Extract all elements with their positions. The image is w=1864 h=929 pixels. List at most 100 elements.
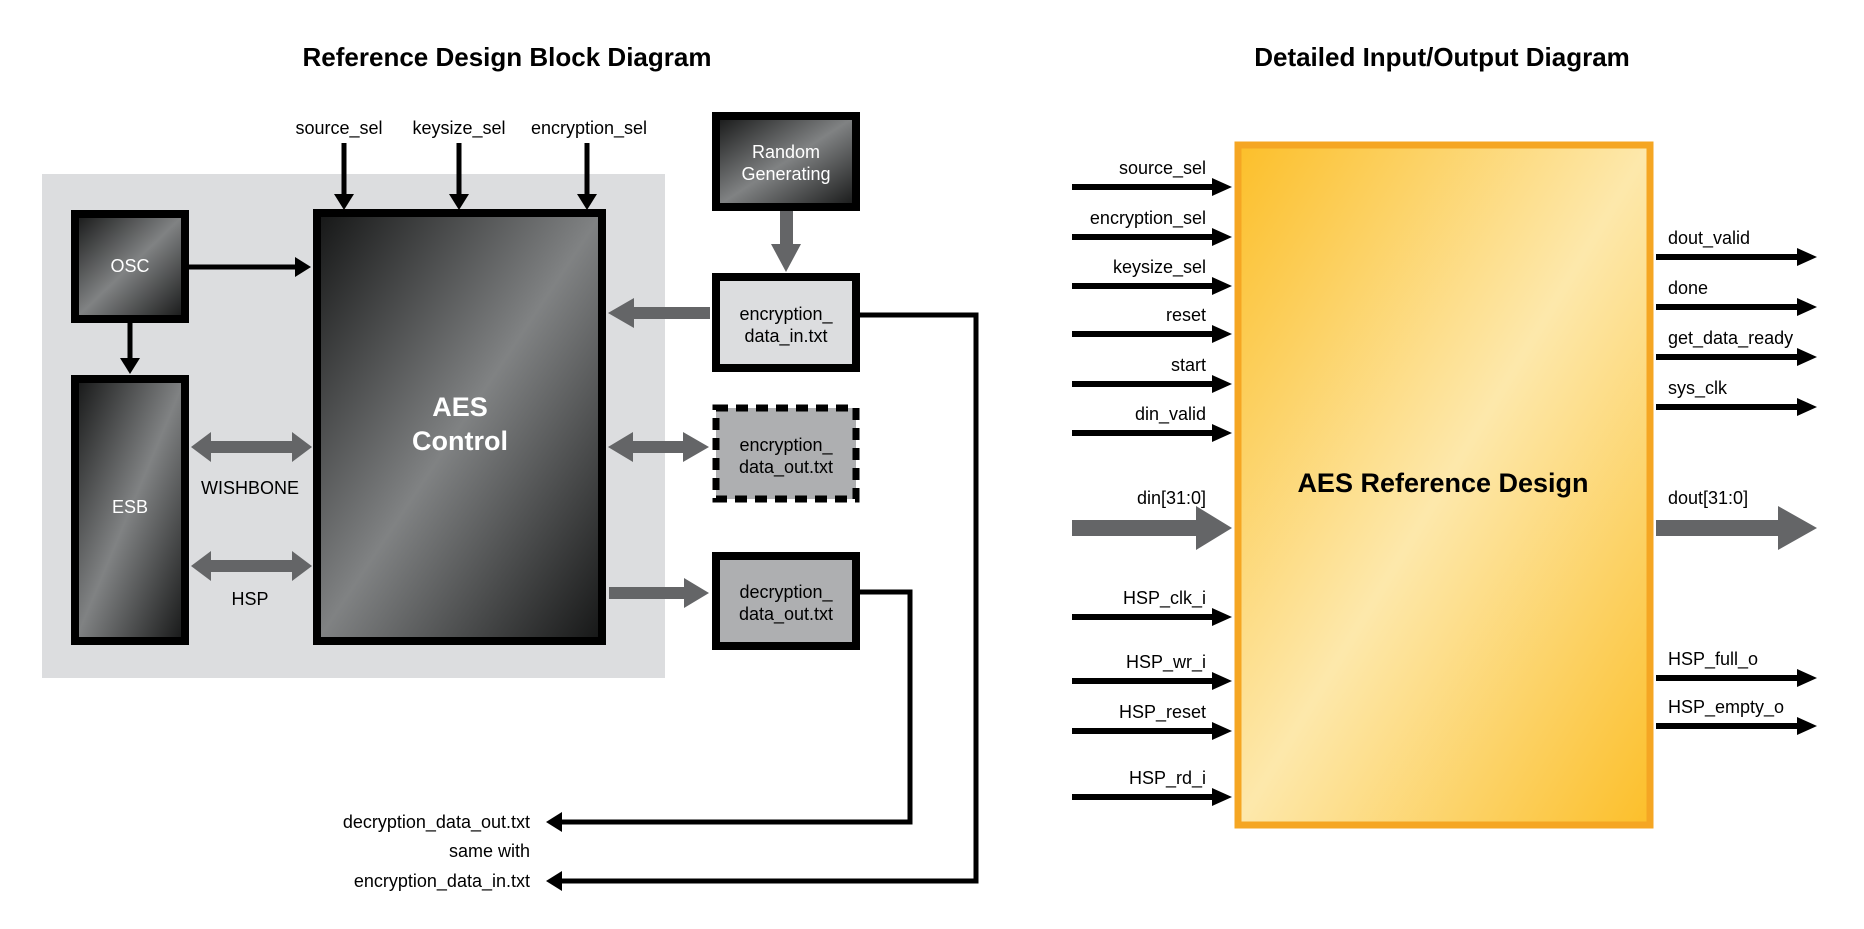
- input-signal-label: HSP_clk_i: [1123, 588, 1206, 609]
- arrow-head: [1212, 672, 1232, 690]
- esb-block: ESB: [71, 375, 189, 645]
- output-signal: dout[31:0]: [1656, 488, 1817, 550]
- arrow-head: [1212, 608, 1232, 626]
- top-input-label: encryption_sel: [531, 118, 647, 139]
- output-signal-label: get_data_ready: [1668, 328, 1793, 349]
- esb-label: ESB: [112, 497, 148, 517]
- arrow-head: [295, 257, 311, 277]
- enc-in-label-line1: encryption_: [739, 304, 833, 325]
- input-signal-label: source_sel: [1119, 158, 1206, 179]
- input-signal-label: reset: [1166, 305, 1206, 325]
- osc-block: OSC: [71, 210, 189, 323]
- arrow-head: [546, 812, 562, 832]
- io-diagram-title: Detailed Input/Output Diagram: [1254, 42, 1630, 72]
- input-signal-label: start: [1171, 355, 1206, 375]
- block-diagram-title: Reference Design Block Diagram: [303, 42, 712, 72]
- note-enc-in: encryption_data_in.txt: [354, 871, 530, 892]
- input-signal: HSP_rd_i: [1072, 768, 1232, 806]
- input-signal-label: din_valid: [1135, 404, 1206, 425]
- arrow-head: [1212, 424, 1232, 442]
- top-input-arrows: [334, 143, 597, 210]
- enc-in-feedback-line: [560, 312, 979, 884]
- arrow-head: [1797, 298, 1817, 316]
- input-signal: keysize_sel: [1072, 257, 1232, 295]
- enc-out-label-line1: encryption_: [739, 435, 833, 456]
- arrow-head: [1797, 398, 1817, 416]
- top-input-label: keysize_sel: [412, 118, 505, 139]
- input-signal-label: HSP_rd_i: [1129, 768, 1206, 789]
- random-to-enc-in-arrow: [771, 211, 801, 272]
- input-signal: HSP_reset: [1072, 702, 1232, 740]
- output-signal: HSP_empty_o: [1656, 697, 1817, 735]
- hsp-label: HSP: [231, 589, 268, 609]
- input-signal-label: HSP_wr_i: [1126, 652, 1206, 673]
- decryption-data-out-file: decryption_ data_out.txt: [712, 552, 860, 650]
- encryption-data-out-file: encryption_ data_out.txt: [712, 404, 860, 503]
- arrow-head: [1797, 669, 1817, 687]
- input-signal-label: HSP_reset: [1119, 702, 1206, 723]
- output-signal-label: HSP_empty_o: [1668, 697, 1784, 718]
- output-signal: get_data_ready: [1656, 328, 1817, 366]
- dec-out-label-line1: decryption_: [739, 582, 833, 603]
- input-signal-label: keysize_sel: [1113, 257, 1206, 278]
- input-signal: source_sel: [1072, 158, 1232, 196]
- aes-reference-design-core: AES Reference Design: [1234, 141, 1654, 829]
- aes-control-block: AES Control: [313, 209, 606, 645]
- arrow-head: [1212, 788, 1232, 806]
- output-signal-label: sys_clk: [1668, 378, 1728, 399]
- input-signal: encryption_sel: [1072, 208, 1232, 246]
- enc-in-label-line2: data_in.txt: [744, 326, 827, 347]
- note-dec-out: decryption_data_out.txt: [343, 812, 530, 833]
- arrow-head: [1212, 375, 1232, 393]
- bus-arrow: [1072, 506, 1232, 550]
- arrow-head: [577, 194, 597, 210]
- top-input-label: source_sel: [295, 118, 382, 139]
- arrow-head: [120, 358, 140, 374]
- output-signal: done: [1656, 278, 1817, 316]
- wishbone-label: WISHBONE: [201, 478, 299, 498]
- arrow-head: [449, 194, 469, 210]
- output-signal: dout_valid: [1656, 228, 1817, 266]
- arrow-head: [334, 194, 354, 210]
- aes-control-label-line2: Control: [412, 426, 508, 456]
- input-signal-label: encryption_sel: [1090, 208, 1206, 229]
- encryption-data-in-file: encryption_ data_in.txt: [712, 273, 860, 372]
- random-label-line2: Generating: [741, 164, 830, 184]
- random-generating-block: Random Generating: [712, 112, 860, 211]
- input-signal: start: [1072, 355, 1232, 393]
- output-signal-label: dout[31:0]: [1668, 488, 1748, 508]
- arrow-head: [1212, 722, 1232, 740]
- dec-out-label-line2: data_out.txt: [739, 604, 833, 625]
- note-same-with: same with: [449, 841, 530, 861]
- output-signal-label: done: [1668, 278, 1708, 298]
- random-label-line1: Random: [752, 142, 820, 162]
- arrow-head: [1212, 277, 1232, 295]
- input-signals: source_sel encryption_sel keysize_selreset…: [1072, 158, 1232, 806]
- arrow-head: [1797, 348, 1817, 366]
- input-signal: HSP_wr_i: [1072, 652, 1232, 690]
- aes-enc-out-bidir-arrow: [608, 432, 709, 462]
- osc-label: OSC: [110, 256, 149, 276]
- input-signal-label: din[31:0]: [1137, 488, 1206, 508]
- enc-out-label-line2: data_out.txt: [739, 457, 833, 478]
- output-signal: sys_clk: [1656, 378, 1817, 416]
- dec-out-feedback-line: [560, 589, 913, 825]
- enc-in-to-aes-arrow: [608, 298, 710, 328]
- aes-control-label-line1: AES: [432, 392, 488, 422]
- output-signal: HSP_full_o: [1656, 649, 1817, 687]
- arrow-head: [546, 871, 562, 891]
- input-signal: HSP_clk_i: [1072, 588, 1232, 626]
- arrow-head: [1212, 325, 1232, 343]
- input-signal: din_valid: [1072, 404, 1232, 442]
- aes-to-dec-out-arrow: [609, 578, 709, 608]
- wishbone-bus-arrow: [191, 432, 312, 462]
- input-signal: reset: [1072, 305, 1232, 343]
- arrow-head: [1212, 178, 1232, 196]
- hsp-bus-arrow: [191, 551, 312, 581]
- arrow-head: [1797, 248, 1817, 266]
- core-label: AES Reference Design: [1297, 468, 1588, 498]
- bus-arrow: [1656, 506, 1817, 550]
- arrow-head: [1797, 717, 1817, 735]
- output-signal-label: dout_valid: [1668, 228, 1750, 249]
